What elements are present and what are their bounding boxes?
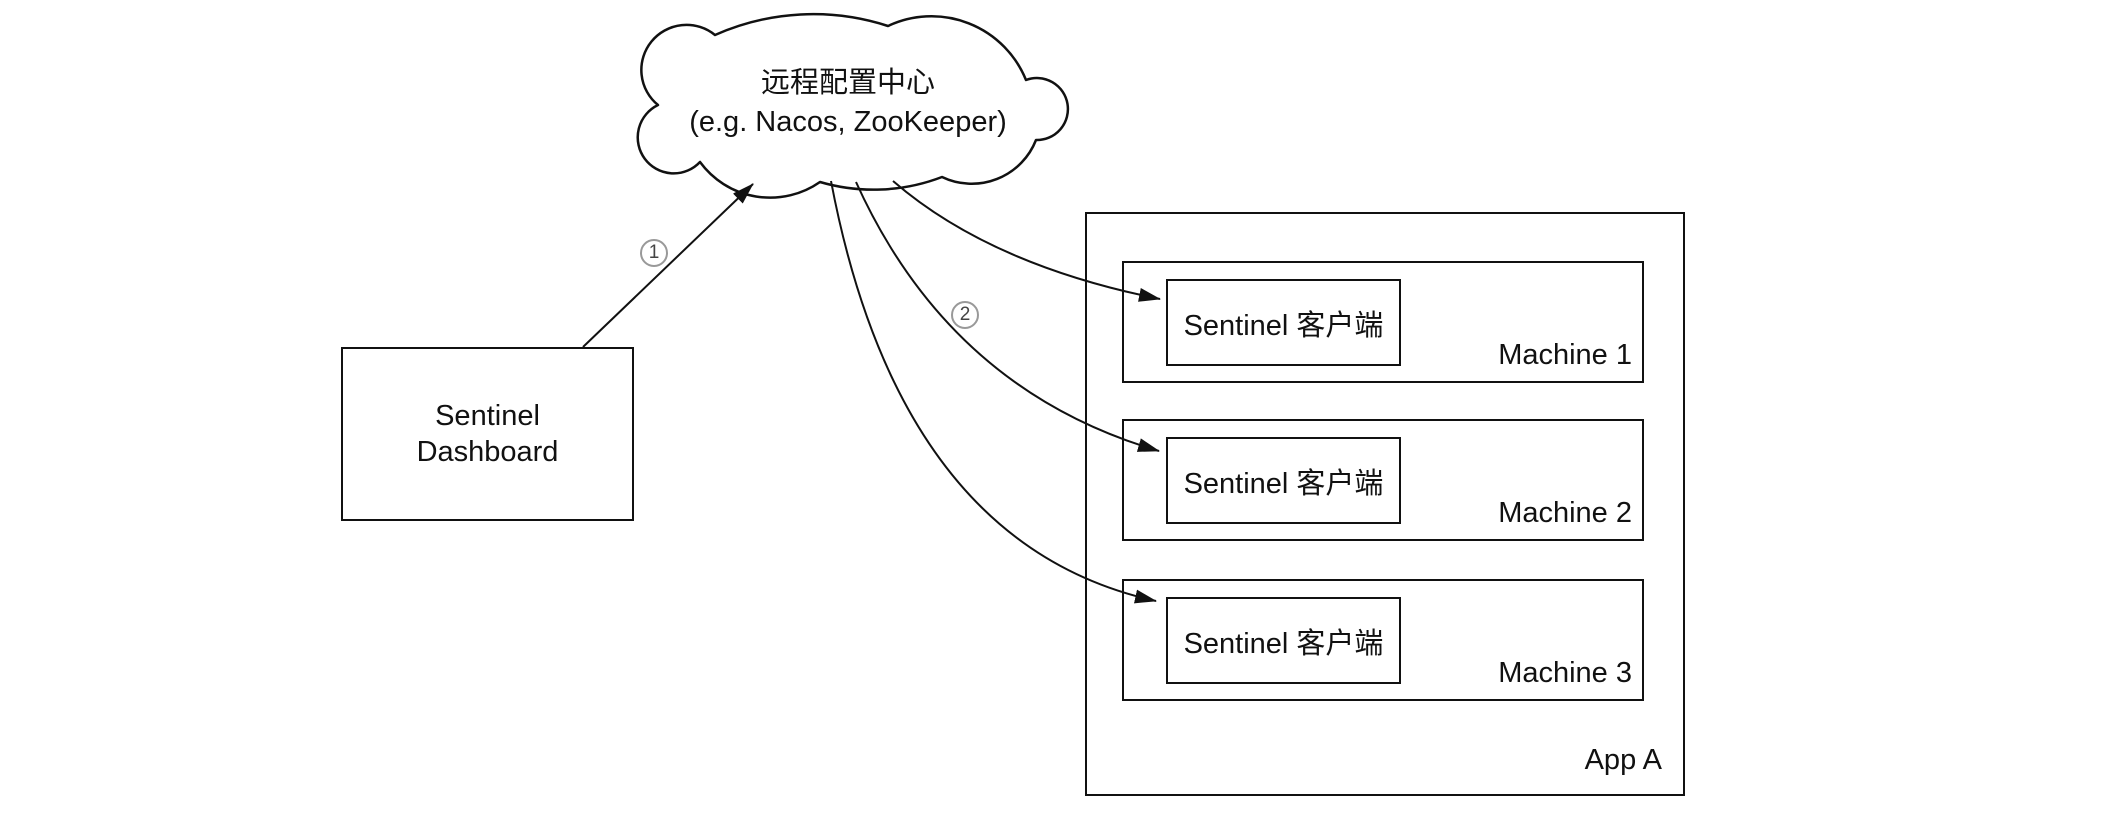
sentinel-client-box-3: Sentinel 客户端 bbox=[1166, 597, 1401, 684]
step-1-badge: 1 bbox=[640, 239, 668, 267]
machine-2-label: Machine 2 bbox=[1498, 497, 1632, 529]
sentinel-dashboard-label-line2: Dashboard bbox=[416, 436, 559, 468]
step-1-digit: 1 bbox=[648, 242, 660, 263]
sentinel-dashboard-box: Sentinel Dashboard bbox=[341, 347, 634, 521]
step-2-digit: 2 bbox=[959, 304, 971, 325]
config-center-label-line2: (e.g. Nacos, ZooKeeper) bbox=[689, 106, 1007, 138]
machine-1-label: Machine 1 bbox=[1498, 339, 1632, 371]
config-center-label: 远程配置中心 (e.g. Nacos, ZooKeeper) bbox=[598, 64, 1098, 142]
config-center-label-line1: 远程配置中心 bbox=[760, 67, 935, 99]
machine-2-box: Sentinel 客户端 Machine 2 bbox=[1122, 419, 1644, 541]
step-2-badge: 2 bbox=[951, 301, 979, 329]
machine-3-box: Sentinel 客户端 Machine 3 bbox=[1122, 579, 1644, 701]
machine-1-box: Sentinel 客户端 Machine 1 bbox=[1122, 261, 1644, 383]
arrow-dashboard-to-config-center bbox=[582, 183, 754, 348]
app-a-label: App A bbox=[1584, 744, 1662, 776]
app-a-box: Sentinel 客户端 Machine 1 Sentinel 客户端 Mach… bbox=[1085, 212, 1685, 796]
sentinel-client-label-2: Sentinel 客户端 bbox=[1183, 467, 1384, 500]
sentinel-client-label-1: Sentinel 客户端 bbox=[1183, 309, 1384, 342]
sentinel-client-label-3: Sentinel 客户端 bbox=[1183, 627, 1384, 660]
machine-3-label: Machine 3 bbox=[1498, 657, 1632, 689]
sentinel-dashboard-label-line1: Sentinel bbox=[435, 400, 540, 432]
sentinel-client-box-1: Sentinel 客户端 bbox=[1166, 279, 1401, 366]
sentinel-client-box-2: Sentinel 客户端 bbox=[1166, 437, 1401, 524]
